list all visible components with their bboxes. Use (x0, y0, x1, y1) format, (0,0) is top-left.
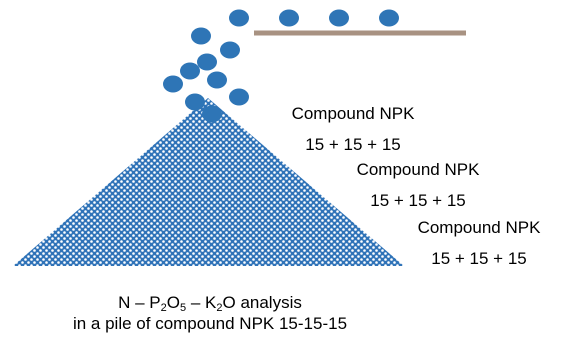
granule (185, 93, 205, 111)
label-ratio: 15 + 15 + 15 (305, 135, 401, 154)
fertilizer-pile (13, 98, 404, 266)
granule (180, 62, 200, 80)
granule (163, 75, 183, 93)
granule (220, 41, 240, 59)
label-compound-npk-1: Compound NPK 15 + 15 + 15 (278, 104, 428, 155)
label-compound-npk-2: Compound NPK 15 + 15 + 15 (343, 160, 493, 211)
label-compound-npk-3: Compound NPK 15 + 15 + 15 (404, 218, 554, 269)
label-ratio: 15 + 15 + 15 (431, 249, 527, 268)
granule (279, 9, 299, 27)
granule (191, 27, 211, 45)
granule (229, 9, 249, 27)
label-name: Compound NPK (417, 218, 541, 237)
granule (229, 88, 249, 106)
granule (329, 9, 349, 27)
granule (197, 53, 217, 71)
caption: N – P2O5 – K2O analysis in a pile of com… (0, 292, 420, 334)
granule (202, 105, 222, 123)
granule (379, 9, 399, 27)
caption-line-1: N – P2O5 – K2O analysis (118, 293, 302, 314)
label-ratio: 15 + 15 + 15 (370, 191, 466, 210)
caption-line-2: in a pile of compound NPK 15-15-15 (72, 314, 348, 333)
granule (207, 71, 227, 89)
label-name: Compound NPK (291, 104, 415, 123)
label-name: Compound NPK (356, 160, 480, 179)
falling-granules (163, 9, 399, 123)
